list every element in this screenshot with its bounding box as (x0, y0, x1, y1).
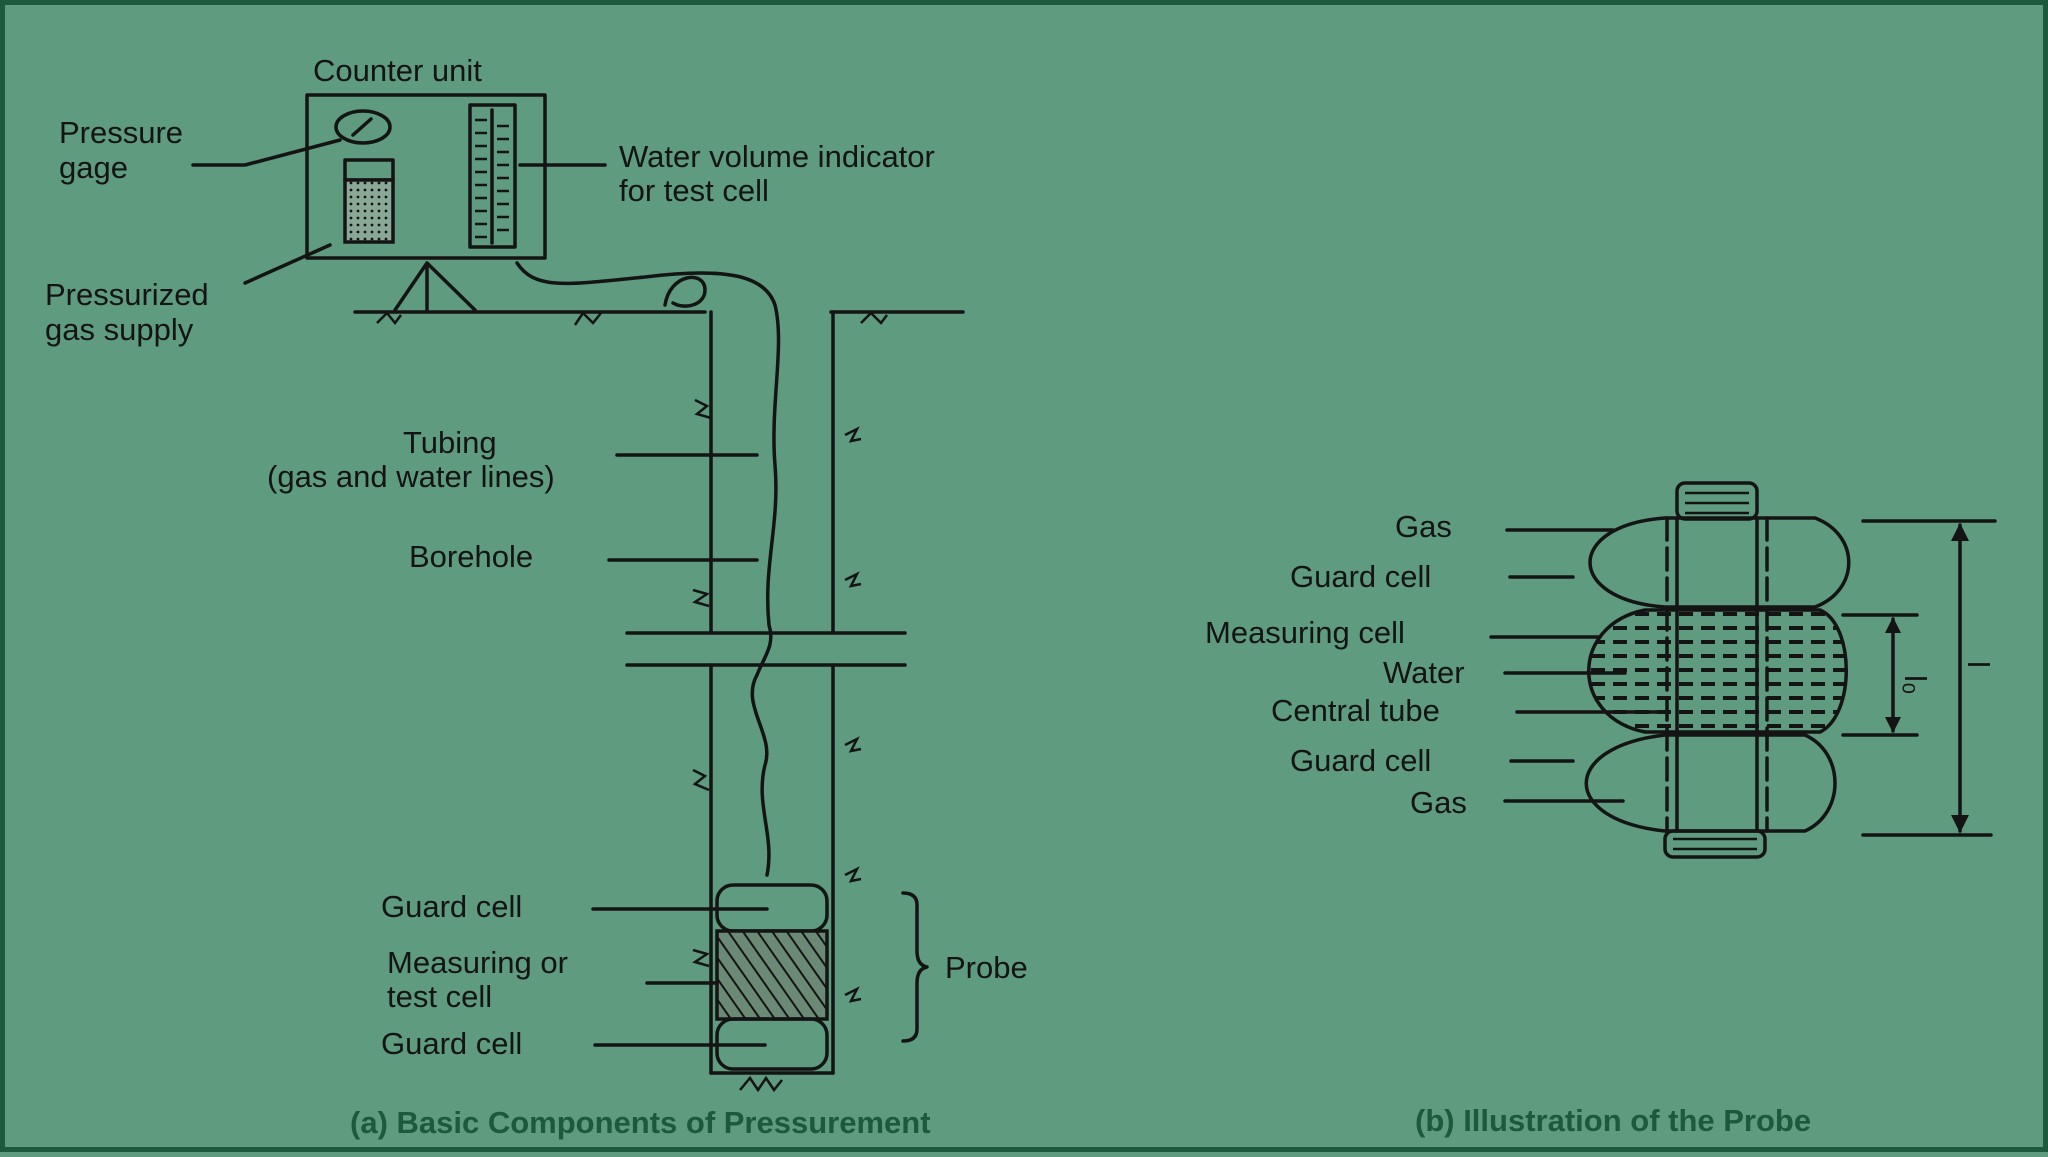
measuring-cell-label-b: Measuring cell (1205, 615, 1405, 650)
measuring-cell-label-line2: test cell (387, 979, 492, 1014)
water-label-b: Water (1383, 655, 1465, 690)
probe-b (1584, 481, 1851, 859)
probe-label: Probe (945, 950, 1028, 985)
gas-bottle-icon (343, 158, 395, 244)
ground-surface (353, 310, 965, 326)
tubing-label-line1: Tubing (403, 425, 497, 460)
caption-b: (b) Illustration of the Probe (1415, 1103, 1811, 1138)
tubing-label-line2: (gas and water lines) (267, 459, 555, 494)
guard-cell-top-label-b: Guard cell (1290, 559, 1431, 594)
pressuremeter-diagram: Counter unit Pressure gage Water volume … (45, 53, 1997, 1140)
pressurized-gas-label-line1: Pressurized (45, 277, 209, 312)
dimensions-b (1841, 519, 1997, 837)
pressure-gage-label-line2: gage (59, 150, 128, 185)
measuring-cell-label-line1: Measuring or (387, 945, 568, 980)
counter-unit (305, 93, 547, 312)
guard-cell-bottom-label-b: Guard cell (1290, 743, 1431, 778)
leaders-b (1489, 528, 1667, 803)
tubing (515, 261, 781, 877)
central-tube-label-b: Central tube (1271, 693, 1440, 728)
caption-a: (a) Basic Components of Pressurement (350, 1105, 931, 1140)
probe-a (715, 883, 929, 1071)
guard-cell-bottom-label: Guard cell (381, 1026, 522, 1061)
guard-cell-top-label: Guard cell (381, 889, 522, 924)
water-volume-label-line1: Water volume indicator (619, 139, 935, 174)
water-volume-indicator-icon (468, 103, 517, 249)
dim-outer-label: l (1961, 661, 1996, 668)
borehole (625, 310, 907, 1093)
pressure-gage-label-line1: Pressure (59, 115, 183, 150)
gas-bottom-label: Gas (1410, 785, 1467, 820)
dim-inner-label: l₀ (1898, 675, 1933, 695)
pressure-gage-icon (334, 109, 392, 145)
counter-unit-label: Counter unit (313, 53, 482, 88)
pressurized-gas-label-line2: gas supply (45, 312, 194, 347)
leaders-a (191, 138, 769, 1047)
gas-top-label: Gas (1395, 509, 1452, 544)
borehole-label: Borehole (409, 539, 533, 574)
water-volume-label-line2: for test cell (619, 173, 769, 208)
